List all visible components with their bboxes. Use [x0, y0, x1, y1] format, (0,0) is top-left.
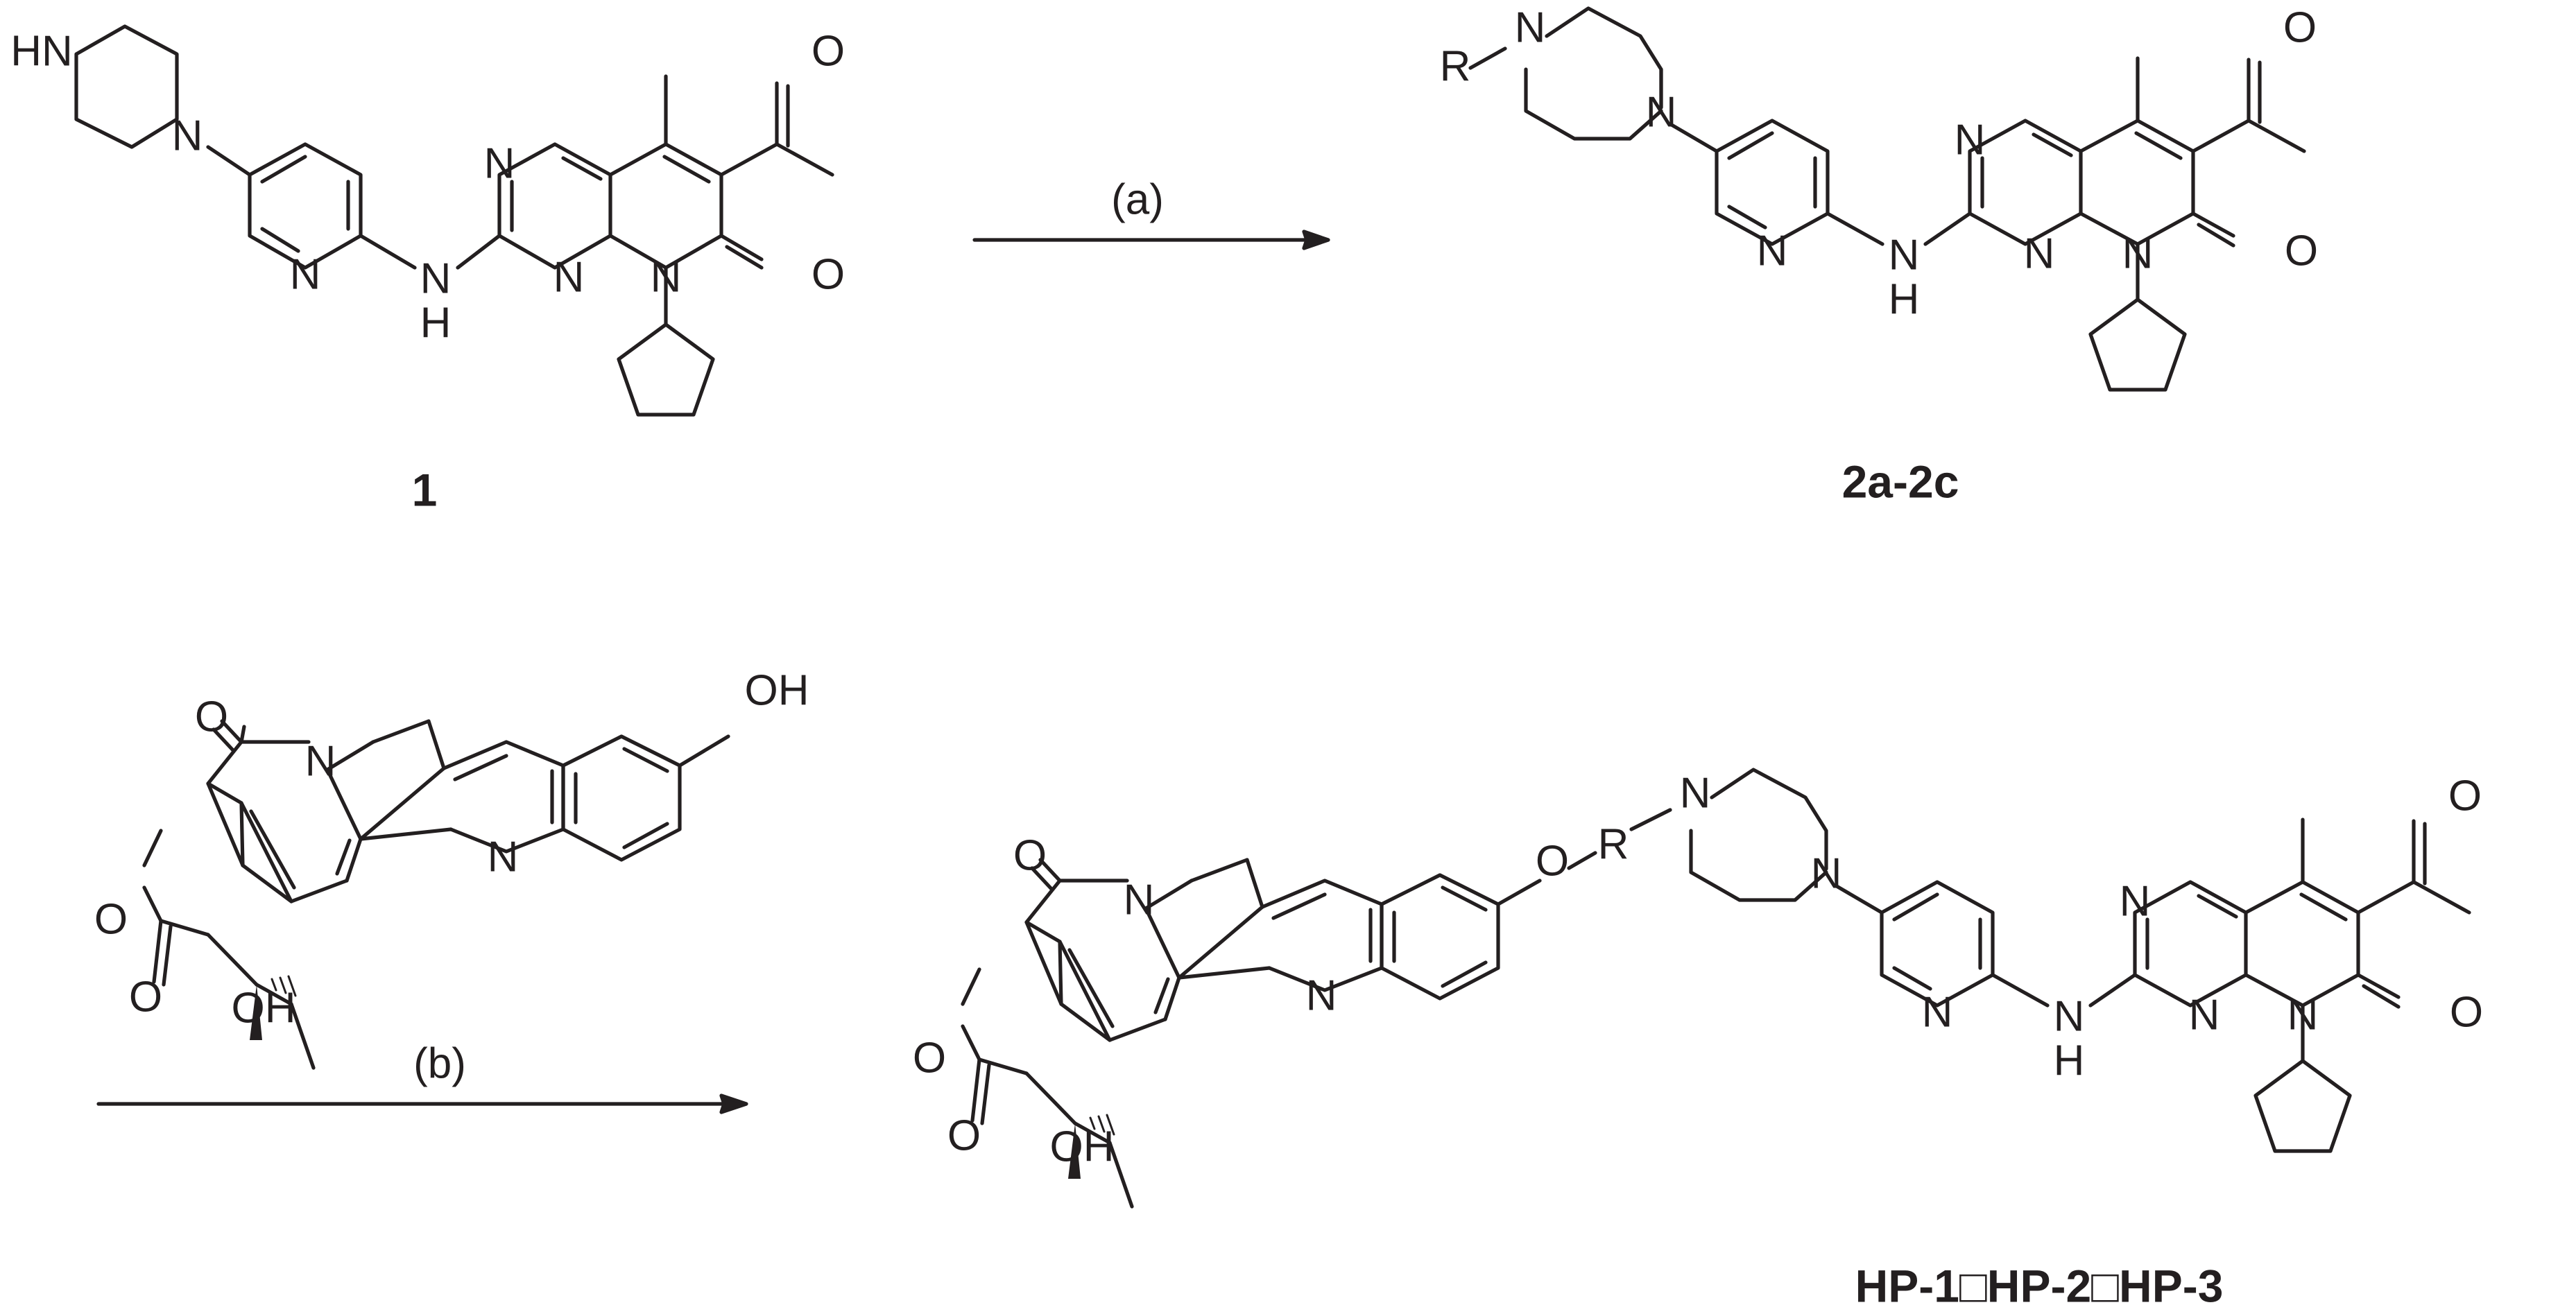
atom-nh: N — [1889, 231, 1920, 279]
atom-h: H — [1889, 275, 1920, 323]
reaction-arrow-b — [96, 1093, 748, 1114]
atom-n: N — [1515, 3, 1546, 51]
reagent-b-label: (b) — [413, 1039, 466, 1087]
atom-r: R — [1440, 42, 1471, 90]
atom-o: O — [2448, 772, 2482, 820]
atom-oh: OH — [745, 666, 809, 714]
atom-o: O — [2450, 988, 2483, 1036]
atom-o: O — [2283, 3, 2317, 51]
atom-n: N — [1757, 227, 1788, 275]
atom-hn: HN — [10, 27, 73, 75]
atom-n: N — [1680, 769, 1711, 817]
atom-n: N — [2120, 877, 2151, 925]
atom-n: N — [484, 139, 515, 187]
atom-oh: OH — [1050, 1123, 1115, 1170]
atom-n: N — [2287, 991, 2319, 1039]
compound-2-structure — [1468, 6, 2306, 392]
atom-o: O — [195, 693, 228, 741]
atom-n: N — [1306, 971, 1337, 1019]
compound-2-label: 2a-2c — [1842, 456, 1959, 507]
reagent-a-label: (a) — [1111, 175, 1164, 223]
atom-n: N — [553, 253, 585, 301]
atom-n: N — [1955, 116, 1986, 164]
reaction-arrow-a — [972, 230, 1330, 250]
reagent-b-structure — [142, 719, 730, 1070]
atom-n: N — [290, 250, 321, 298]
atom-n: N — [651, 253, 682, 301]
atom-n: N — [305, 737, 336, 785]
atom-nh: N — [2054, 992, 2085, 1040]
atom-r: R — [1598, 820, 1629, 868]
atom-h: H — [2054, 1037, 2085, 1084]
atom-n: N — [172, 112, 203, 159]
atom-o: O — [812, 27, 845, 75]
atom-o: O — [1536, 837, 1569, 885]
compound-hp-structure — [961, 768, 2471, 1209]
atom-o: O — [913, 1034, 946, 1082]
atom-n: N — [1922, 988, 1953, 1036]
atom-o: O — [129, 973, 162, 1021]
atom-h: H — [420, 299, 452, 347]
atom-o: O — [2285, 227, 2318, 275]
compound-hp-label: HP-1□HP-2□HP-3 — [1855, 1260, 2224, 1311]
atom-n: N — [488, 833, 519, 881]
atom-n: N — [1124, 876, 1155, 924]
atom-o: O — [812, 250, 845, 298]
atom-n: N — [2189, 991, 2220, 1039]
atom-n: N — [1646, 88, 1677, 136]
compound-1-label: 1 — [412, 464, 438, 515]
hash-bond — [271, 975, 297, 997]
compound-1-structure — [74, 24, 834, 417]
atom-n: N — [2024, 230, 2055, 277]
atom-o: O — [94, 895, 128, 943]
atom-o: O — [1013, 831, 1047, 879]
atom-n: N — [2122, 230, 2154, 277]
atom-oh: OH — [232, 984, 296, 1032]
atom-nh: N — [420, 254, 452, 302]
atom-n: N — [1811, 849, 1842, 897]
atom-o: O — [947, 1112, 981, 1159]
